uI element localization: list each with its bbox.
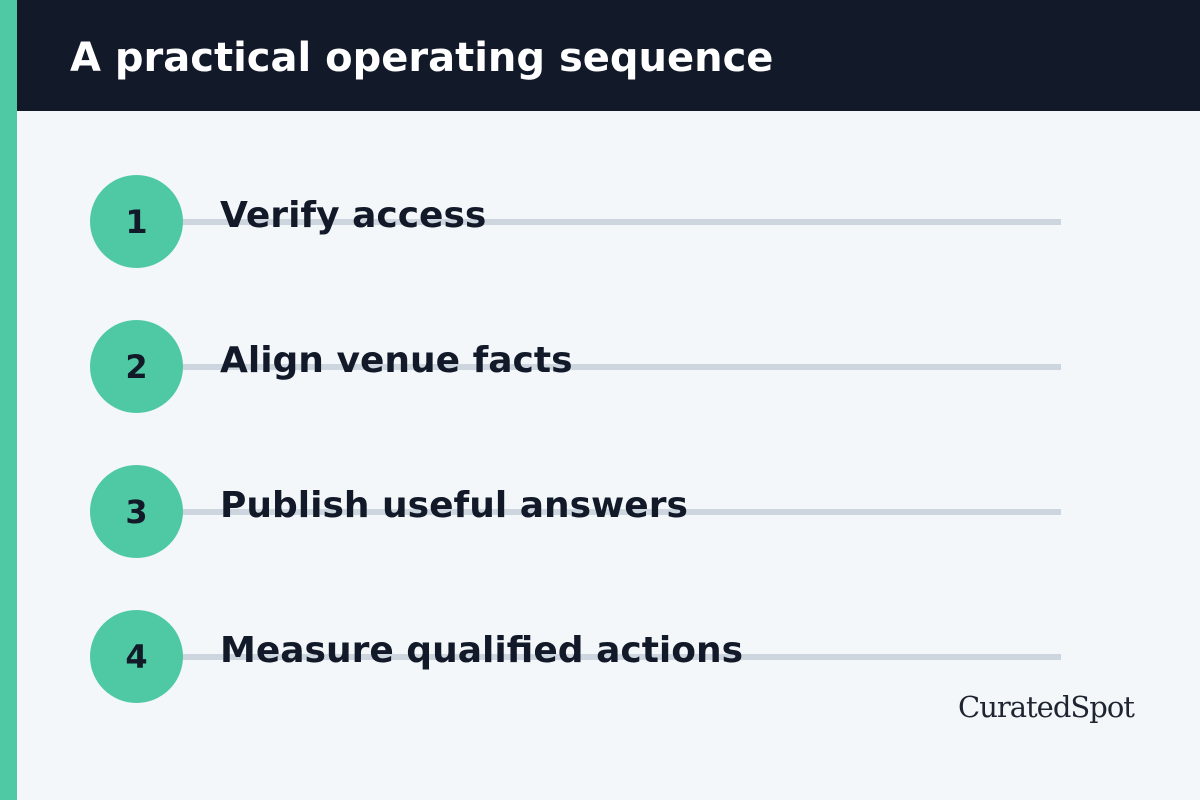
step-number: 1 bbox=[125, 202, 148, 241]
step-label: Publish useful answers bbox=[220, 485, 688, 526]
step-connector-line bbox=[136, 509, 1061, 515]
step-number-badge: 4 bbox=[90, 610, 183, 703]
step-label: Align venue facts bbox=[220, 340, 573, 381]
step-row-1: 1 Verify access bbox=[0, 175, 1200, 269]
left-accent-bar bbox=[0, 0, 17, 800]
step-number: 4 bbox=[125, 637, 148, 676]
step-row-3: 3 Publish useful answers bbox=[0, 465, 1200, 559]
step-number: 3 bbox=[125, 492, 148, 531]
step-label: Verify access bbox=[220, 195, 487, 236]
step-label: Measure qualified actions bbox=[220, 630, 744, 671]
step-number: 2 bbox=[125, 347, 148, 386]
page-title: A practical operating sequence bbox=[70, 35, 774, 81]
step-row-2: 2 Align venue facts bbox=[0, 320, 1200, 414]
step-number-badge: 3 bbox=[90, 465, 183, 558]
header-banner: A practical operating sequence bbox=[17, 0, 1200, 111]
brand-logo: CuratedSpot bbox=[958, 690, 1135, 724]
step-connector-line bbox=[136, 219, 1061, 225]
step-number-badge: 2 bbox=[90, 320, 183, 413]
step-number-badge: 1 bbox=[90, 175, 183, 268]
step-connector-line bbox=[136, 654, 1061, 660]
step-connector-line bbox=[136, 364, 1061, 370]
step-row-4: 4 Measure qualified actions bbox=[0, 610, 1200, 704]
